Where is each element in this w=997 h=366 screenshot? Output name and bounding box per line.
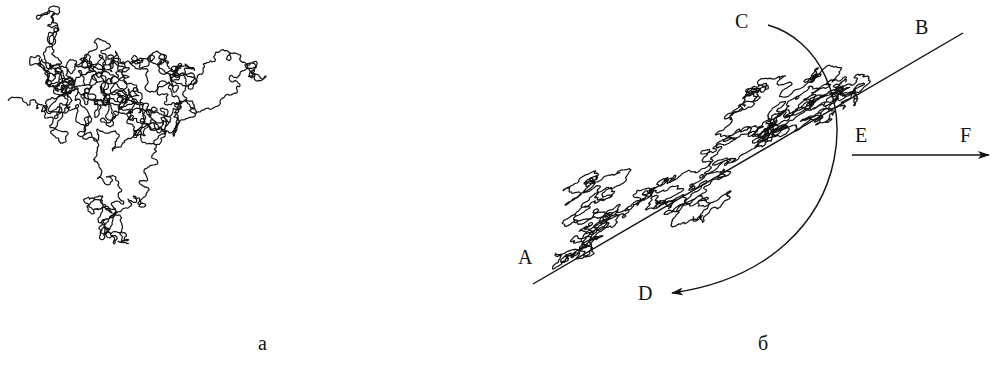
point-label: E	[855, 124, 867, 147]
panel-label: б	[758, 332, 768, 355]
point-label: D	[638, 282, 652, 305]
axis-line	[533, 33, 963, 284]
point-label: B	[915, 16, 928, 39]
direction-arrow	[852, 154, 989, 155]
anisotropic-walk	[553, 65, 871, 269]
point-label: A	[518, 246, 532, 269]
random-walk	[8, 6, 266, 244]
point-label: C	[735, 10, 748, 33]
rotation-arrow	[672, 25, 837, 293]
point-label: F	[960, 124, 971, 147]
panel-label: а	[258, 332, 267, 355]
